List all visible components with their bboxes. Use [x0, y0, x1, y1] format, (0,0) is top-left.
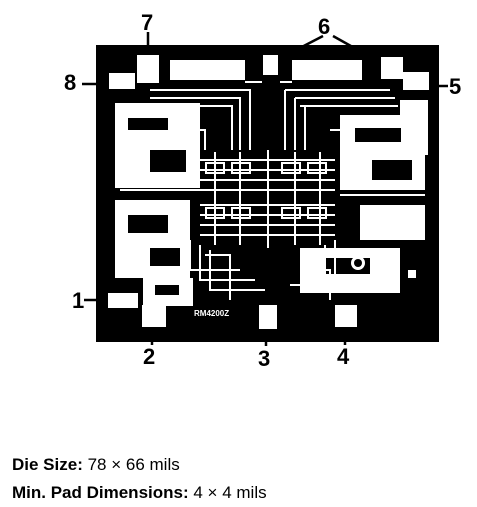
bond-pad [259, 305, 277, 329]
die-size-value: 78 × 66 mils [87, 455, 180, 474]
pin-label-1: 1 [72, 288, 84, 313]
chip-marking: RM4200Z [194, 309, 229, 318]
bond-pad [403, 72, 429, 90]
bond-pad [137, 55, 159, 83]
pad-dimensions-value: 4 × 4 mils [193, 483, 267, 502]
pin-label-8: 8 [64, 70, 76, 95]
spec-die-size: Die Size: 78 × 66 mils [12, 455, 180, 475]
pin-label-7: 7 [141, 10, 153, 35]
bond-pad [335, 305, 357, 327]
bond-pad [142, 305, 166, 327]
leader-lines [82, 32, 448, 346]
bond-pads [108, 55, 429, 329]
interconnect-traces [120, 81, 425, 300]
die-size-label: Die Size: [12, 455, 83, 474]
pin-label-4: 4 [337, 344, 350, 369]
bond-pad [263, 55, 278, 75]
pin-label-2: 2 [143, 344, 155, 369]
bond-pad [109, 73, 135, 89]
diffusion-windows [128, 118, 416, 295]
pin-label-3: 3 [258, 346, 270, 371]
bond-pad [108, 293, 138, 308]
resistor-blocks [205, 162, 327, 219]
bond-pad [381, 57, 403, 79]
pin-label-5: 5 [449, 74, 461, 99]
die-layout-diagram: 7 6 8 5 1 2 3 4 [64, 10, 461, 371]
pad-dimensions-label: Min. Pad Dimensions: [12, 483, 189, 502]
pin-label-6: 6 [318, 14, 330, 39]
spec-pad-dimensions: Min. Pad Dimensions: 4 × 4 mils [12, 483, 267, 503]
